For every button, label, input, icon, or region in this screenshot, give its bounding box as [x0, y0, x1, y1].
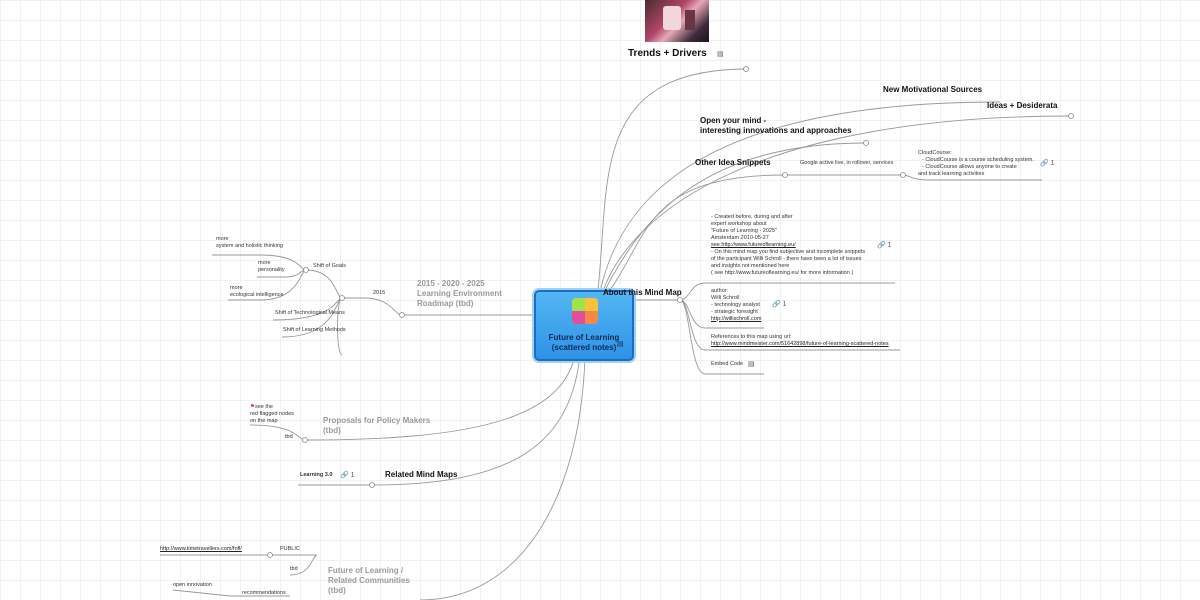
node-proposals[interactable]: Proposals for Policy Makers (tbd) — [323, 416, 430, 436]
goal-line: system and holistic thinking — [216, 242, 283, 249]
author-line: - strategic foresight — [711, 308, 758, 315]
about-note-line: - Created before, during and after — [711, 214, 793, 220]
node-shift-methods[interactable]: Shift of Learning Methods — [283, 327, 346, 333]
author-line: - technology analyst — [711, 301, 760, 308]
open-mind-line1: Open your mind - — [700, 116, 767, 125]
author-link[interactable]: http://willischroll.com — [711, 315, 762, 322]
about-note-line: ( see http://www.futureoflearning.eu/ fo… — [711, 269, 854, 276]
link-icon[interactable]: 🔗 1 — [340, 472, 355, 479]
author-photo — [645, 0, 709, 42]
node-shift-tech[interactable]: Shift of Technological Means — [275, 310, 345, 316]
about-note-line: Amsterdam 2010-05-27 — [711, 234, 769, 241]
author-line: Willi Schroll — [711, 294, 740, 301]
communities-line: Related Communities — [328, 576, 410, 585]
node-goal-ecological[interactable]: more ecological intelligence — [230, 285, 284, 299]
root-title-line1: Future of Learning — [548, 333, 620, 342]
node-cloudcourse[interactable]: CloudCourse: - CloudCourse is a course s… — [918, 150, 1034, 178]
node-tbd-communities[interactable]: tbd — [290, 566, 298, 572]
node-google-active[interactable]: Google active live, in rollover, service… — [800, 160, 894, 166]
node-open-mind[interactable]: Open your mind - interesting innovations… — [700, 116, 852, 136]
link-icon[interactable]: 🔗 1 — [772, 301, 787, 308]
node-flag-note[interactable]: ⚑see the red flagged nodes on the map — [250, 404, 294, 425]
about-note-line: - On this mind map you find subjective a… — [711, 248, 866, 255]
about-note-line: and insights not mentioned here — [711, 262, 790, 269]
node-author[interactable]: author: Willi Schroll - technology analy… — [711, 288, 761, 322]
node-embed[interactable]: Embed Code — [711, 361, 744, 367]
node-communities[interactable]: Future of Learning / Related Communities… — [328, 566, 410, 596]
node-trends[interactable]: Trends + Drivers — [628, 48, 707, 59]
flag-note-line: on the map — [250, 417, 278, 424]
node-recommendations[interactable]: recommendations — [242, 590, 286, 596]
link-count: 1 — [350, 472, 355, 479]
node-motivational[interactable]: New Motivational Sources — [883, 85, 983, 94]
node-2015[interactable]: 2015 — [373, 290, 386, 296]
roadmap-line: Learning Environment — [417, 289, 502, 298]
flag-note-line: red flagged nodes — [250, 410, 295, 417]
mindmap-logo-icon — [572, 298, 598, 324]
author-line: author: — [711, 288, 729, 294]
root-title-line2: (scattered notes) — [551, 343, 617, 352]
link-icon[interactable]: 🔗 1 — [877, 242, 892, 249]
root-title: Future of Learning (scattered notes) — [536, 333, 632, 353]
roadmap-line: 2015 - 2020 - 2025 — [417, 279, 485, 288]
node-public-url[interactable]: http://www.timetravellers.com/fofl/ — [160, 546, 242, 552]
goal-line: more — [230, 285, 243, 291]
node-about[interactable]: About this Mind Map — [603, 288, 682, 297]
node-other-snippets[interactable]: Other Idea Snippets — [695, 158, 771, 167]
proposals-line: (tbd) — [323, 426, 341, 435]
communities-line: Future of Learning / — [328, 566, 404, 575]
cloudcourse-line: - CloudCourse is a course scheduling sys… — [922, 156, 1034, 163]
node-roadmap[interactable]: 2015 - 2020 - 2025 Learning Environment … — [417, 279, 502, 309]
node-goal-holistic[interactable]: more system and holistic thinking — [216, 236, 283, 250]
link-count: 1 — [1050, 160, 1055, 167]
about-note-link[interactable]: see http://www.futureoflearning.eu/ — [711, 241, 796, 248]
link-count: 1 — [782, 301, 787, 308]
goal-line: more — [258, 260, 271, 266]
root-node[interactable]: Future of Learning (scattered notes) ▤ — [534, 290, 634, 361]
node-public[interactable]: PUBLIC — [280, 546, 300, 552]
about-note-line: of the participant Willi Schroll - there… — [711, 255, 862, 262]
flag-icon: ⚑ — [250, 404, 255, 410]
note-icon[interactable]: ▤ — [617, 341, 624, 348]
node-open-innovation[interactable]: open innovation — [173, 582, 212, 588]
node-learning30[interactable]: Learning 3.0 — [300, 472, 333, 478]
reference-line: References to this map using url: — [711, 334, 792, 340]
node-related-maps[interactable]: Related Mind Maps — [385, 470, 458, 479]
communities-line: (tbd) — [328, 586, 346, 595]
link-count: 1 — [887, 242, 892, 249]
proposals-line: Proposals for Policy Makers — [323, 416, 431, 425]
open-mind-line2: interesting innovations and approaches — [700, 126, 852, 135]
node-goal-personality[interactable]: more personality — [258, 260, 285, 274]
node-tbd[interactable]: tbd — [285, 434, 293, 440]
embed-icon[interactable]: ▤ — [748, 361, 755, 368]
note-icon[interactable]: ▤ — [717, 51, 724, 58]
node-ideas[interactable]: Ideas + Desiderata — [987, 101, 1058, 110]
cloudcourse-line: CloudCourse: — [918, 150, 952, 156]
roadmap-line: Roadmap (tbd) — [417, 299, 474, 308]
about-note-line: "Future of Learning - 2025" — [711, 227, 777, 234]
flag-note-line: see the — [254, 404, 273, 410]
goal-line: ecological intelligence — [230, 291, 284, 298]
goal-line: more — [216, 236, 229, 242]
link-icon[interactable]: 🔗 1 — [1040, 160, 1055, 167]
about-note-line: expert workshop about — [711, 220, 767, 227]
node-about-note[interactable]: - Created before, during and after exper… — [711, 214, 865, 277]
cloudcourse-line: and track learning activities — [918, 170, 985, 177]
goal-line: personality — [258, 266, 285, 273]
node-shift-goals[interactable]: Shift of Goals — [313, 263, 347, 269]
cloudcourse-line: - CloudCourse allows anyone to create — [922, 163, 1017, 170]
node-reference[interactable]: References to this map using url: http:/… — [711, 334, 889, 348]
reference-link[interactable]: http://www.mindmeister.com/51642898/futu… — [711, 340, 889, 347]
